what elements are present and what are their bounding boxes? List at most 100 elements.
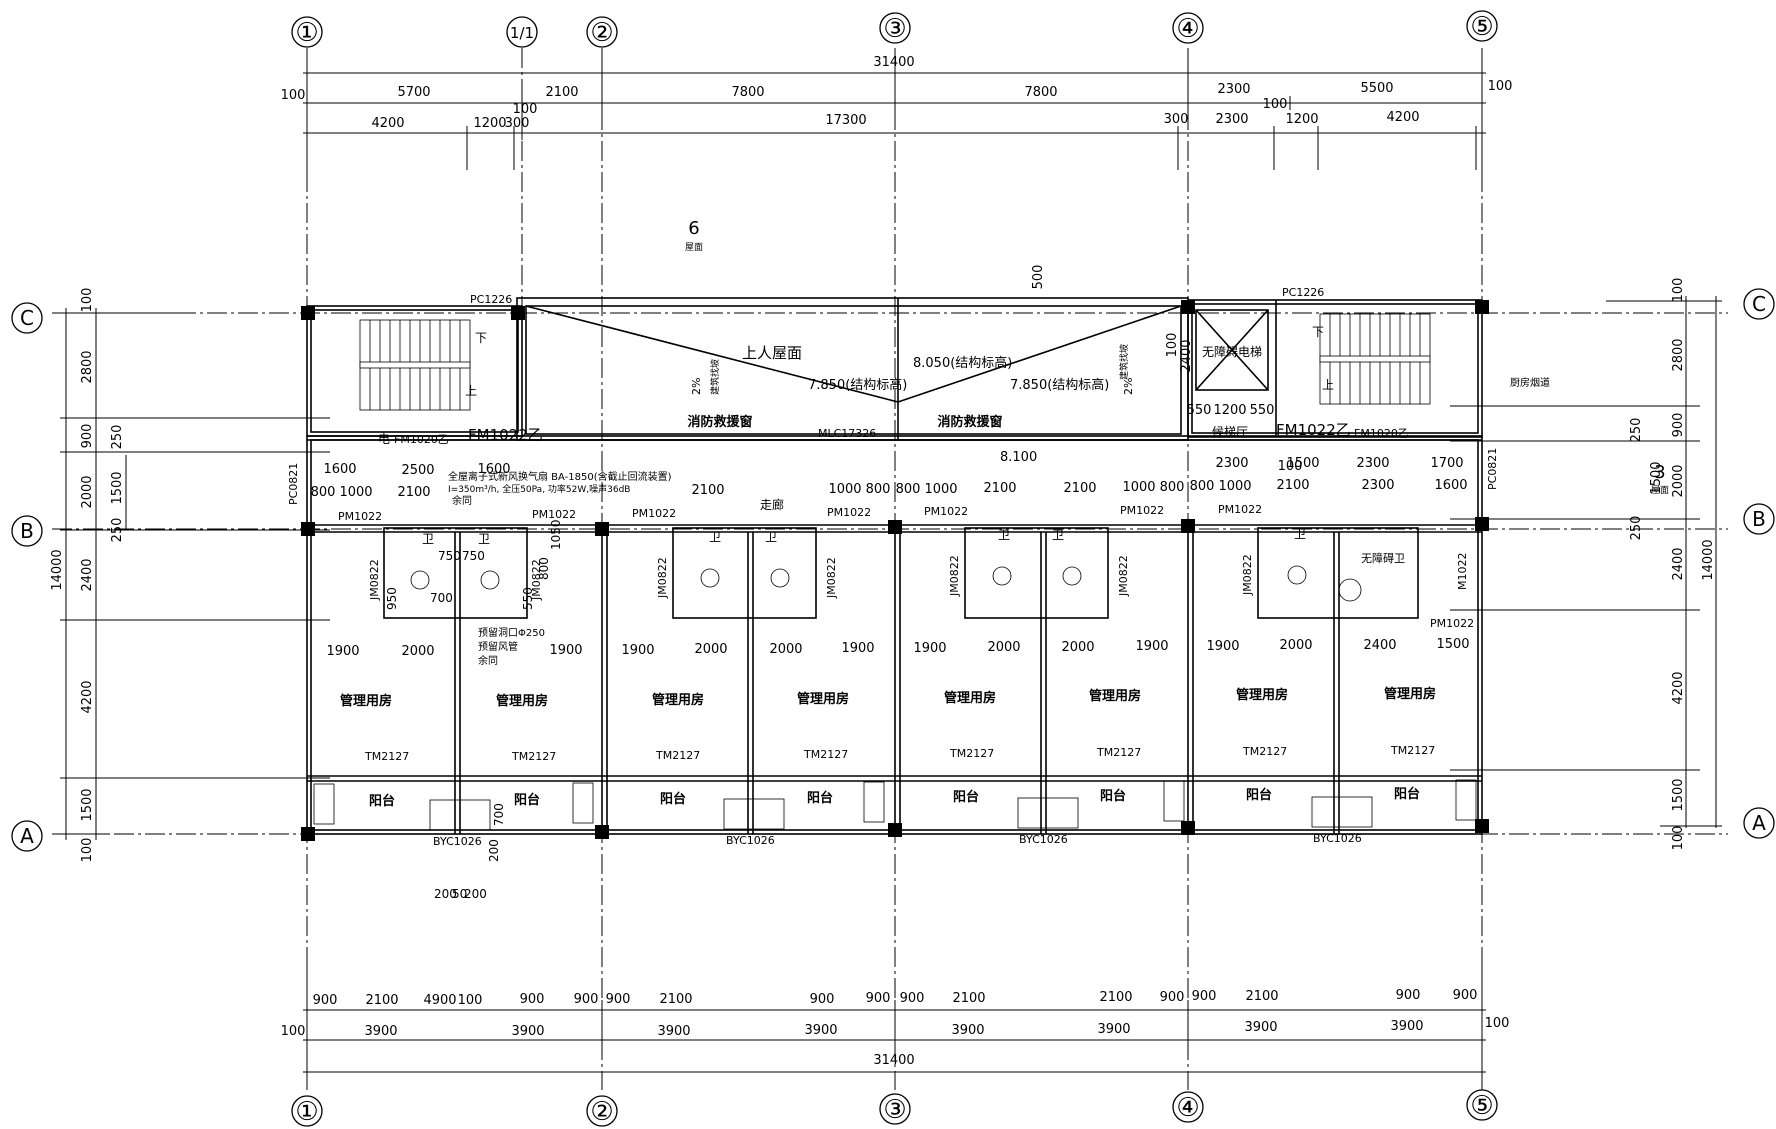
code-tm2127-1: TM2127 [364, 750, 409, 763]
dim-left-inner-0: 250 [110, 425, 125, 450]
code-fm1020-left: FM1020乙 [394, 433, 449, 446]
toilet-accessible: 无障碍卫 [1361, 551, 1405, 565]
level-4: 8.100 [1000, 450, 1037, 465]
dim-bot-r1-7: 900 [866, 991, 891, 1006]
dim-bot-total: 31400 [873, 1053, 914, 1068]
toilet-7: 卫 [1294, 527, 1306, 541]
toilet-4: 卫 [765, 530, 777, 544]
axis-label-1-top: ① [295, 18, 318, 48]
dim-bot-r1-14: 900 [810, 992, 835, 1007]
side-dimension-text: 100 2800 900 2000 2400 4200 1500 100 140… [50, 278, 1716, 863]
toilet-6: 卫 [1052, 528, 1064, 542]
room-5: 管理用房 [944, 690, 996, 706]
interior-dimensions: 1600 2500 1600 2300 1500 2300 1700 550 1… [311, 265, 1470, 901]
dim-right-5: 4200 [1671, 671, 1686, 704]
toilet-2: 卫 [478, 532, 490, 546]
dim-cor-13: 1000 [1218, 479, 1251, 494]
stair-down-left: 下 [475, 331, 487, 345]
dim-right-7: 100 [1671, 826, 1686, 851]
dim-cor-1: 1000 [339, 485, 372, 500]
vent-note-2: 预留风管 [478, 640, 518, 653]
axis-label-4-top: ④ [1176, 14, 1199, 44]
stair-down-right: 下 [1312, 325, 1324, 339]
dim-bot-r1-9: 2100 [952, 991, 985, 1006]
dim-right-inner-2: 250 [1629, 516, 1644, 541]
axis-label-5-top: ⑤ [1470, 12, 1493, 42]
dim-top-r1-5: 2300 [1217, 82, 1250, 97]
dim-room-3: 1900 [621, 643, 654, 658]
dim-bath-0: 750 [438, 549, 461, 563]
dim-bot-r1-17: 900 [1453, 988, 1478, 1003]
dim-misc-1: 2400 [1179, 339, 1194, 372]
dim-room-13: 2400 [1363, 638, 1396, 653]
slope-note-right: 建筑找坡 [1118, 344, 1130, 380]
dim-top-r2-1: 1200 [473, 116, 506, 131]
code-fm1022-right: FM1022乙 [1276, 421, 1351, 439]
axis-label-1-bottom: ① [295, 1097, 318, 1127]
axis-label-a-right: A [1752, 811, 1766, 835]
fan-note-1: 全屋离子式新风换气扇 BA-1850(含截止回流装置) [448, 470, 672, 483]
dim-top-r1-4: 7800 [1024, 85, 1057, 100]
dim-cor-14: 2100 [1276, 478, 1309, 493]
dim-ctop-3: 2300 [1215, 456, 1248, 471]
stairs [359, 313, 1431, 411]
code-pm1022-2: PM1022 [532, 508, 576, 521]
dim-ctop-8: 1200 [1213, 403, 1246, 418]
dim-balc-2: 200 [434, 887, 457, 901]
dim-cor-4: 1000 [828, 482, 861, 497]
dim-bot-r2-3: 3900 [657, 1024, 690, 1039]
dim-top-r2-2: 300 [505, 116, 530, 131]
code-byc1026-1: BYC1026 [433, 835, 482, 848]
dim-ctop-0: 1600 [323, 462, 356, 477]
dim-right-inner-1: 1500 [1649, 461, 1664, 494]
dim-room-7: 1900 [913, 641, 946, 656]
vent-note-3: 余同 [478, 654, 498, 667]
dim-misc-0: 500 [1031, 265, 1046, 290]
dim-bot-r1-3: 100 [458, 993, 483, 1008]
columns [301, 300, 1489, 841]
dim-balc-0: 700 [492, 803, 506, 826]
dim-top-r2-3: 100 [513, 102, 538, 117]
dim-left-3: 2000 [80, 475, 95, 508]
room-3: 管理用房 [652, 692, 704, 708]
dim-top-r1-3: 7800 [731, 85, 764, 100]
rescue-window-left: 消防救援窗 [687, 414, 752, 430]
code-jm0822-1: JM0822 [368, 559, 381, 601]
code-pm1022-6: PM1022 [1120, 504, 1164, 517]
dim-bot-r2-8: 3900 [1390, 1019, 1423, 1034]
dim-bot-r2-4: 3900 [804, 1023, 837, 1038]
dim-misc-2: 100 [1165, 333, 1180, 358]
lobby-label: 候梯厅 [1212, 425, 1248, 439]
bottom-dimension-lines [303, 960, 1486, 1080]
dim-room-9: 2000 [1061, 640, 1094, 655]
dim-top-r2-9: 4200 [1386, 110, 1419, 125]
dim-right-1: 2800 [1671, 338, 1686, 371]
dim-room-1: 2000 [401, 644, 434, 659]
dim-left-1: 2800 [80, 350, 95, 383]
rescue-window-right: 消防救援窗 [937, 414, 1002, 430]
code-jm0822-5: JM0822 [948, 555, 961, 597]
dim-bot-r2-7: 3900 [1244, 1020, 1277, 1035]
dim-bath-3: 700 [430, 591, 453, 605]
axis-label-b-right: B [1752, 507, 1766, 531]
door-window-codes: PC1226 PC1226 PC0821 PC0821 FM1020乙 FM10… [287, 286, 1499, 848]
fan-note-2: Ⅰ=350m³/h, 全压50Pa, 功率52W,噪声36dB [448, 483, 630, 495]
dim-bot-r1-4: 900 [574, 992, 599, 1007]
dim-bot-r1-5: 900 [606, 992, 631, 1007]
balcony-6: 阳台 [1100, 788, 1126, 804]
code-jm0822-4: JM0822 [825, 557, 838, 599]
dim-top-r2-5: 300 [1164, 112, 1189, 127]
room-8: 管理用房 [1384, 686, 1436, 702]
dim-room-8: 2000 [987, 640, 1020, 655]
dim-ctop-2: 1600 [477, 462, 510, 477]
top-dimension-lines [303, 66, 1486, 190]
vent-note-1: 预留洞口Φ250 [478, 626, 545, 639]
dim-bot-r1-16: 900 [1396, 988, 1421, 1003]
balcony-2: 阳台 [514, 792, 540, 808]
balcony-5: 阳台 [953, 789, 979, 805]
dim-ctop-6: 1700 [1430, 456, 1463, 471]
dim-balc-4: 200 [464, 887, 487, 901]
dim-top-r2-7: 100 [1263, 97, 1288, 112]
dim-room-4: 2000 [694, 642, 727, 657]
dim-bath-5: 800 [537, 557, 551, 580]
